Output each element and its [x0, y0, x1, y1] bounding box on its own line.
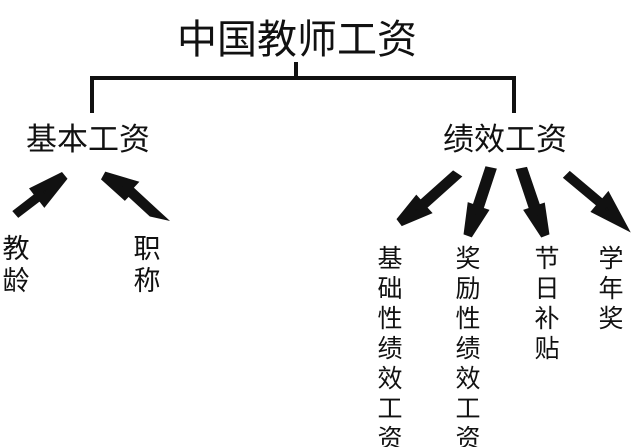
basic-arrows	[12, 171, 171, 222]
arrow-jichu-icon	[396, 170, 463, 227]
node-school-year-bonus: 学 年 奖	[598, 244, 624, 333]
title-bracket	[90, 62, 516, 113]
arrow-jieri-icon	[515, 166, 550, 238]
node-teaching-years: 教 龄	[2, 234, 30, 298]
perf-arrows	[396, 166, 631, 238]
node-professional-title: 职 称	[133, 234, 161, 298]
node-basic-salary: 基本工资	[26, 122, 150, 158]
node-basic-performance-pay: 基 础 性 绩 效 工 资	[377, 244, 403, 447]
arrow-zhicheng-icon	[100, 171, 171, 222]
node-holiday-allowance: 节 日 补 贴	[534, 244, 560, 363]
arrow-xuenian-icon	[562, 170, 631, 233]
arrow-jiaoling-icon	[12, 171, 68, 218]
arrow-jiangli-icon	[463, 166, 497, 238]
node-performance-salary: 绩效工资	[443, 122, 567, 158]
diagram-title: 中国教师工资	[177, 17, 417, 63]
node-incentive-performance-pay: 奖 励 性 绩 效 工 资	[455, 244, 481, 447]
